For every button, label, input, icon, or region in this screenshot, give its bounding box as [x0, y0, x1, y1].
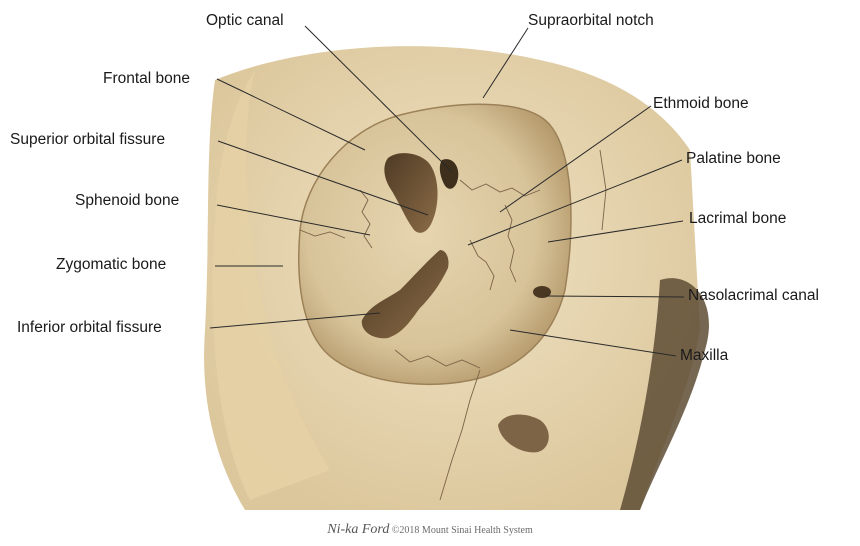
artist-signature: Ni-ka Ford — [327, 522, 389, 537]
label-optic-canal: Optic canal — [206, 12, 284, 30]
label-lacrimal-bone: Lacrimal bone — [689, 210, 786, 228]
label-zygomatic-bone: Zygomatic bone — [56, 256, 166, 274]
figure-credit: Ni-ka Ford ©2018 Mount Sinai Health Syst… — [0, 522, 860, 538]
copyright-text: ©2018 Mount Sinai Health System — [392, 525, 533, 536]
label-superior-orbital-fissure: Superior orbital fissure — [10, 131, 165, 149]
label-supraorbital-notch: Supraorbital notch — [528, 12, 654, 30]
label-maxilla: Maxilla — [680, 347, 728, 365]
label-sphenoid-bone: Sphenoid bone — [75, 192, 179, 210]
label-palatine-bone: Palatine bone — [686, 150, 781, 168]
label-inferior-orbital-fissure: Inferior orbital fissure — [17, 319, 162, 337]
label-nasolacrimal-canal: Nasolacrimal canal — [688, 287, 819, 305]
label-ethmoid-bone: Ethmoid bone — [653, 95, 749, 113]
label-frontal-bone: Frontal bone — [103, 70, 190, 88]
